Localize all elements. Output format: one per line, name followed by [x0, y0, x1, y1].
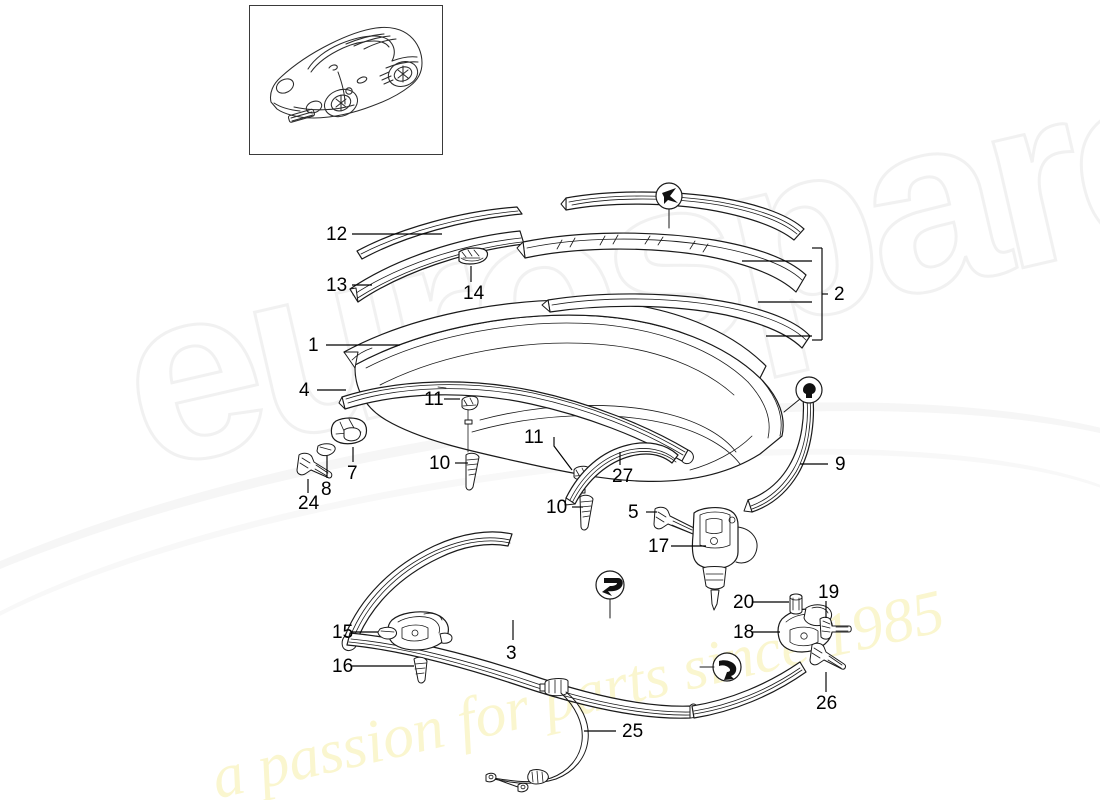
callout-13[interactable]: 13: [326, 275, 348, 296]
callout-16[interactable]: 16: [332, 656, 354, 677]
part-26-shape: [809, 642, 846, 670]
callout-18[interactable]: 18: [733, 622, 755, 643]
callout-1[interactable]: 1: [308, 335, 319, 356]
part-5-shape: [653, 506, 697, 535]
callout-27[interactable]: 27: [612, 466, 634, 487]
callout-19[interactable]: 19: [818, 582, 840, 603]
part-3-shape: [341, 531, 807, 719]
part-12-shape: [356, 206, 523, 260]
callout-24[interactable]: 24: [298, 493, 320, 514]
callout-25[interactable]: 25: [622, 721, 644, 742]
callout-15[interactable]: 15: [332, 622, 354, 643]
leader-lines: [307, 233, 828, 732]
callout-20[interactable]: 20: [733, 592, 755, 613]
part-19-shape: [819, 616, 852, 640]
callout-4[interactable]: 4: [299, 380, 310, 401]
part-10-upper-shape: [465, 423, 480, 491]
callout-17[interactable]: 17: [648, 536, 670, 557]
callout-8[interactable]: 8: [321, 479, 332, 500]
callout-12[interactable]: 12: [326, 224, 348, 245]
view-symbol-hook: [783, 376, 823, 413]
part-14-shape: [458, 247, 489, 265]
part-7-shape: [330, 417, 368, 445]
part-27-shape: [564, 442, 679, 506]
part-16-shape: [413, 656, 428, 684]
part-8-shape: [316, 443, 336, 457]
view-symbol-curve-down: [699, 652, 742, 682]
view-symbol-up: [655, 182, 683, 229]
part-25-shape: [485, 678, 589, 793]
callout-11-upper[interactable]: 11: [424, 389, 444, 410]
callout-7[interactable]: 7: [347, 463, 358, 484]
part-17-shape: [691, 507, 758, 611]
part-15-assembly-shape: [377, 611, 453, 651]
part-20-shape: [789, 593, 803, 615]
part-11-upper-shape: [461, 395, 479, 425]
callout-14[interactable]: 14: [463, 283, 485, 304]
part-4-shape: [338, 381, 694, 465]
part-10-lower-shape: [579, 492, 594, 531]
callout-26[interactable]: 26: [816, 693, 838, 714]
part-1-shape: [343, 299, 784, 482]
part-2a-shape: [560, 191, 805, 241]
callout-9[interactable]: 9: [835, 454, 846, 475]
callout-3[interactable]: 3: [506, 643, 517, 664]
callout-10-lower[interactable]: 10: [546, 497, 568, 518]
part-2b-shape: [516, 232, 807, 293]
part-24-shape: [296, 452, 333, 479]
vehicle-thumbnail-box: [249, 5, 443, 155]
callout-5[interactable]: 5: [628, 502, 639, 523]
callout-10-upper[interactable]: 10: [429, 453, 451, 474]
vehicle-thumbnail-icon: [270, 26, 423, 123]
callout-2[interactable]: 2: [834, 284, 845, 305]
part-2c-shape: [541, 293, 811, 349]
view-symbol-curve-left: [595, 570, 625, 619]
callout-11-lower[interactable]: 11: [524, 427, 544, 448]
